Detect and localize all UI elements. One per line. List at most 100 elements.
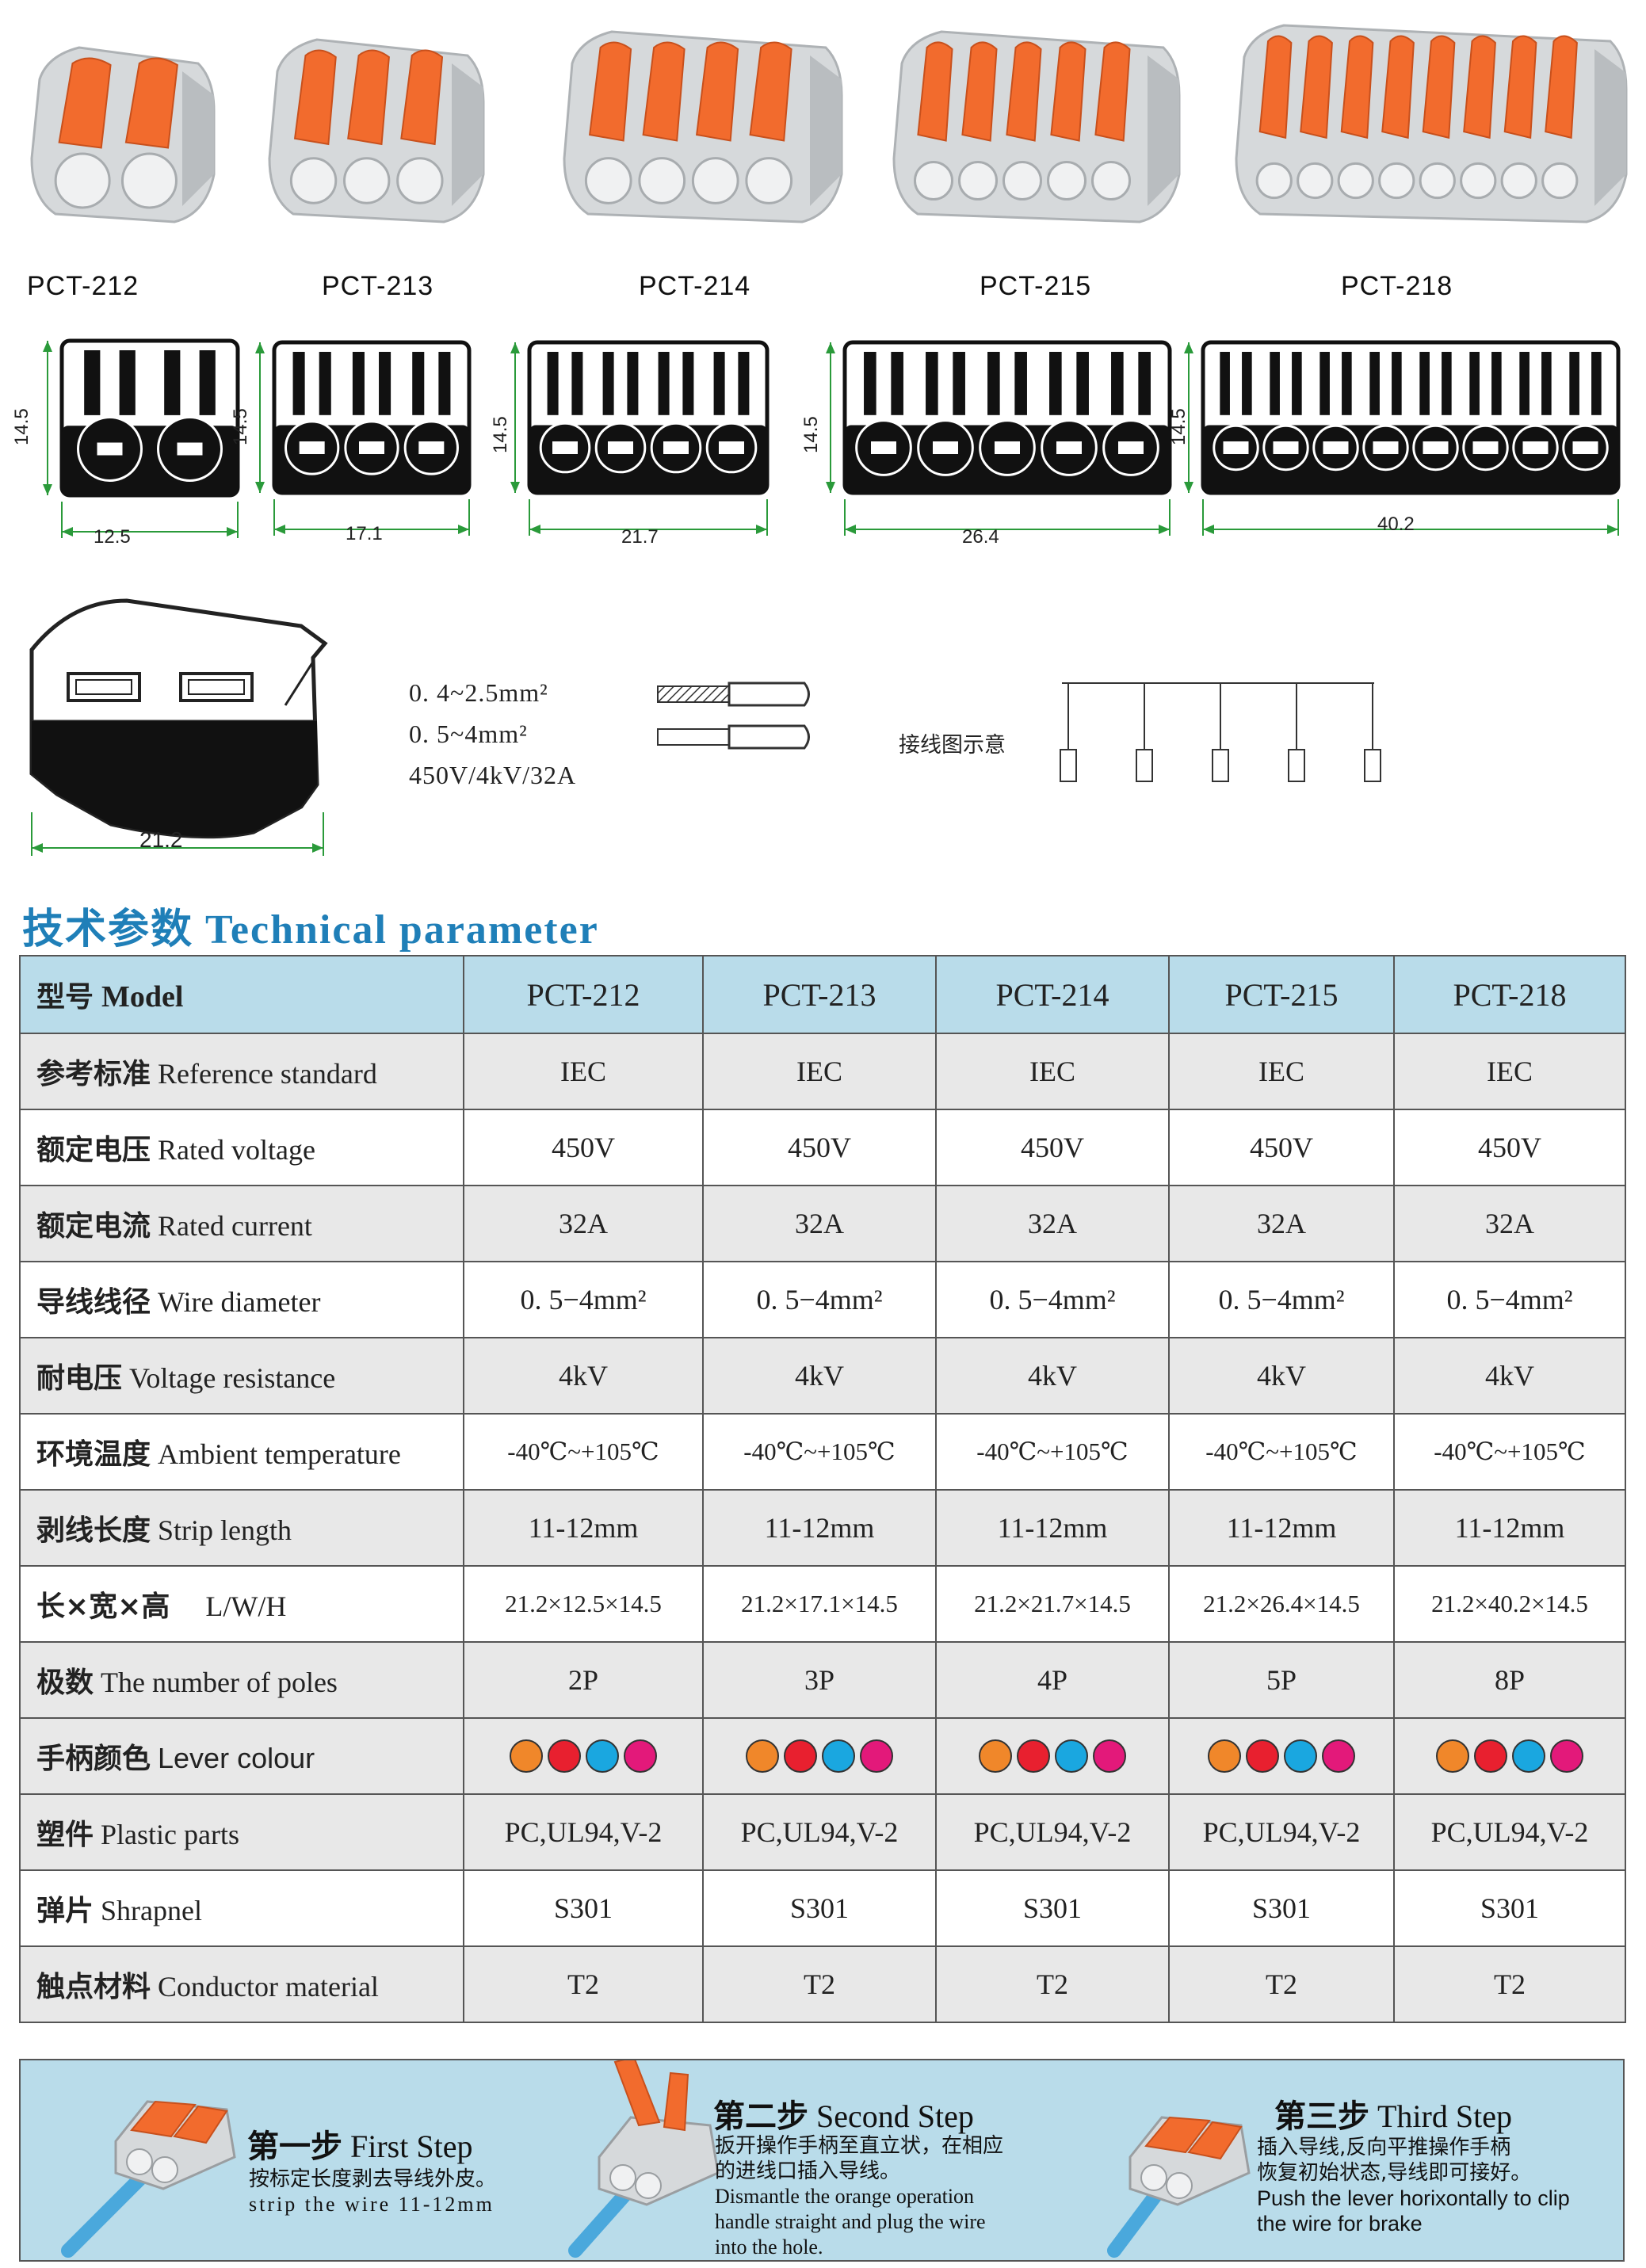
- dim-height-3: 14.5: [490, 416, 511, 453]
- lever-colour-dot: [1512, 1739, 1545, 1773]
- section-title-en: Technical parameter: [205, 907, 599, 953]
- table-cell: S301: [702, 1869, 937, 1947]
- dim-side-length: 21.2: [139, 827, 183, 852]
- step-3-text-en-1: Push the lever horixontally to clip: [1257, 2186, 1570, 2210]
- step-3-text-cn-1: 插入导线,反向平推操作手柄: [1257, 2136, 1511, 2159]
- table-cell: 450V: [1393, 1109, 1626, 1186]
- table-cell: 450V: [1168, 1109, 1395, 1186]
- step-1-title-cn: 第一步: [247, 2129, 342, 2165]
- step-connector-icon: [61, 2100, 236, 2258]
- table-cell: 32A: [1168, 1185, 1395, 1262]
- table-cell: 11-12mm: [935, 1489, 1170, 1567]
- row-label-en: Ambient temperature: [158, 1438, 401, 1470]
- table-cell: 32A: [935, 1185, 1170, 1262]
- step-connector-icon: [568, 2060, 720, 2258]
- table-cell: 4P: [935, 1641, 1170, 1719]
- connector-drawing: [255, 340, 472, 536]
- table-cell: 4kV: [1168, 1337, 1395, 1415]
- table-cell: 0. 5−4mm²: [935, 1261, 1170, 1338]
- product-label-pct-213: PCT-213: [322, 271, 434, 301]
- step-3-text: 插入导线,反向平推操作手柄 恢复初始状态,导线即可接好。 Push the le…: [1257, 2135, 1570, 2236]
- table-cell: 0. 5−4mm²: [463, 1261, 704, 1338]
- dim-width-213: 17.1: [346, 523, 383, 544]
- table-cell: T2: [702, 1945, 937, 2023]
- row-label-en: Plastic parts: [101, 1819, 239, 1850]
- step-1-text-en: strip the wire 11-12mm: [249, 2193, 495, 2216]
- connector-drawing: [1184, 340, 1621, 536]
- table-cell: 2P: [463, 1641, 704, 1719]
- step-3-title-en: Third Step: [1377, 2098, 1512, 2134]
- table-cell: IEC: [935, 1033, 1170, 1110]
- table-cell: PC,UL94,V-2: [463, 1793, 704, 1871]
- dim-height-4: 14.5: [800, 416, 822, 453]
- spec-wire-range-1: 0. 4~2.5mm²: [409, 678, 548, 707]
- step-1-title-en: First Step: [350, 2129, 473, 2164]
- table-cell: -40℃~+105℃: [935, 1413, 1170, 1491]
- row-label-cn: 额定电压: [36, 1134, 151, 1166]
- table-cell: T2: [463, 1945, 704, 2023]
- lever-colour-cell: [1168, 1717, 1395, 1795]
- lever-colour-cell: [935, 1717, 1170, 1795]
- step-2-text-en-2: handle straight and plug the wire: [715, 2210, 986, 2233]
- table-cell: IEC: [463, 1033, 704, 1110]
- header-model-label: 型号 Model: [19, 955, 464, 1034]
- row-label-cn: 触点材料: [36, 1971, 151, 2003]
- lever-colour-dot: [510, 1739, 543, 1773]
- lever-colour-dot: [1017, 1739, 1050, 1773]
- lever-colour-dot: [860, 1739, 893, 1773]
- row-label-en: Voltage resistance: [129, 1362, 336, 1394]
- spec-rating: 450V/4kV/32A: [409, 761, 577, 789]
- step-1-title: 第一步 First Step: [247, 2121, 472, 2167]
- lever-colour-cell: [463, 1717, 704, 1795]
- table-cell: 21.2×26.4×14.5: [1168, 1565, 1395, 1643]
- table-cell: 32A: [702, 1185, 937, 1262]
- lever-colour-dot: [548, 1739, 581, 1773]
- table-cell: IEC: [1168, 1033, 1395, 1110]
- product-photos: [30, 24, 1628, 223]
- table-cell: 21.2×12.5×14.5: [463, 1565, 704, 1643]
- lever-colour-dot: [1246, 1739, 1279, 1773]
- table-cell: -40℃~+105℃: [702, 1413, 937, 1491]
- product-label-pct-214: PCT-214: [639, 271, 751, 301]
- lever-colour-dot: [1436, 1739, 1469, 1773]
- lever-colour-cell: [702, 1717, 937, 1795]
- table-cell: 3P: [702, 1641, 937, 1719]
- side-view-drawing: [29, 598, 328, 856]
- row-label: 参考标准 Reference standard: [19, 1033, 464, 1110]
- row-label-en: Reference standard: [158, 1058, 377, 1090]
- wiring-label: 接线图示意: [899, 733, 1006, 758]
- step-2-title: 第二步 Second Step: [713, 2090, 974, 2136]
- table-cell: 11-12mm: [1393, 1489, 1626, 1567]
- row-label: 耐电压 Voltage resistance: [19, 1337, 464, 1415]
- connector-drawing: [43, 338, 240, 538]
- step-2-text-cn-2: 的进线口插入导线。: [715, 2159, 901, 2183]
- table-cell: 21.2×21.7×14.5: [935, 1565, 1170, 1643]
- step-2-text: 扳开操作手柄至直立状，在相应 的进线口插入导线。 Dismantle the o…: [715, 2133, 1003, 2260]
- lever-colour-dot: [1550, 1739, 1583, 1773]
- step-2-title-cn: 第二步: [713, 2098, 808, 2135]
- lever-colour-dot: [1474, 1739, 1507, 1773]
- row-label-cn: 额定电流: [36, 1210, 151, 1243]
- row-label-cn: 剥线长度: [36, 1514, 151, 1547]
- row-label-en: Shrapnel: [101, 1895, 202, 1926]
- row-label: 环境温度 Ambient temperature: [19, 1413, 464, 1491]
- table-cell: S301: [463, 1869, 704, 1947]
- connector-photo: [1235, 24, 1628, 223]
- wire-illustrations: [657, 682, 810, 750]
- dim-width-218: 40.2: [1377, 514, 1415, 535]
- lever-colour-dot: [784, 1739, 817, 1773]
- connector-drawing: [510, 340, 770, 536]
- row-label-cn: 环境温度: [36, 1438, 151, 1471]
- dim-height-5: 14.5: [1168, 408, 1190, 445]
- table-cell: 21.2×40.2×14.5: [1393, 1565, 1626, 1643]
- step-2-text-cn-1: 扳开操作手柄至直立状，在相应: [715, 2134, 1004, 2158]
- row-label-cn: 极数: [36, 1667, 94, 1699]
- table-cell: IEC: [702, 1033, 937, 1110]
- row-label: 极数 The number of poles: [19, 1641, 464, 1719]
- table-cell: 11-12mm: [463, 1489, 704, 1567]
